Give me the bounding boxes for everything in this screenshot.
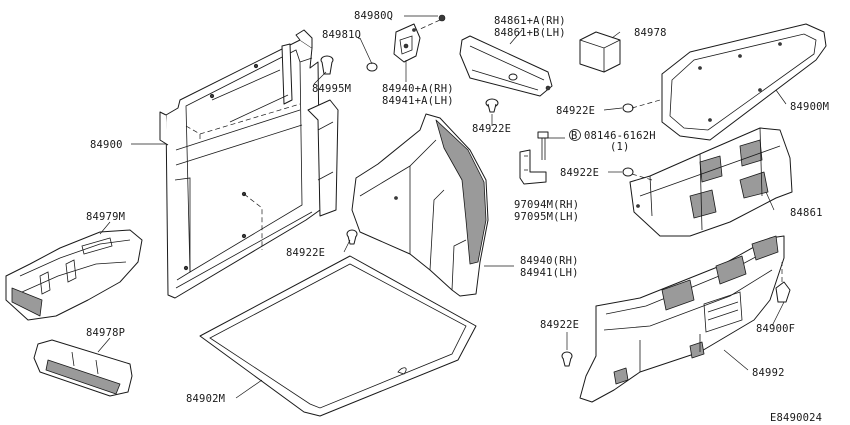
label-84922E-e: 84922E — [540, 319, 579, 331]
clip-84922E-e — [346, 229, 358, 245]
label-08146-prefix: B — [571, 130, 578, 142]
label-84861A: 84861+A(RH) — [494, 15, 566, 27]
label-84978: 84978 — [634, 27, 667, 39]
label-84995M: 84995M — [312, 83, 351, 95]
clip-84922E-d — [561, 351, 573, 367]
label-84922E-d: 84922E — [286, 247, 325, 259]
leader-lines — [97, 15, 787, 399]
label-84978P: 84978P — [86, 327, 125, 339]
bolt-08146 — [537, 131, 549, 160]
clip-84900F — [775, 262, 791, 303]
block-84978 — [579, 31, 621, 73]
clip-84995M — [320, 55, 334, 75]
pad-84978P — [33, 339, 133, 397]
label-84900M: 84900M — [790, 101, 829, 113]
clip-84922E-a — [485, 98, 499, 113]
label-84940A: 84940+A(RH) — [382, 83, 454, 95]
label-84922E-a: 84922E — [556, 105, 595, 117]
bolt-prefix-circle — [569, 129, 581, 141]
label-84941A: 84941+A(LH) — [382, 95, 454, 107]
clip-84922E-c — [622, 167, 653, 181]
part-labels: 84980Q 84981Q 84995M 84940+A(RH) 84941+A… — [86, 10, 829, 424]
label-08146-qty: (1) — [610, 141, 630, 153]
label-84992: 84992 — [752, 367, 785, 379]
lid-84900M — [661, 23, 827, 141]
clip-84981Q — [366, 62, 378, 72]
label-08146: 08146-6162H — [584, 130, 656, 142]
bracket-84940A — [393, 23, 421, 63]
rear-panel-84900 — [159, 29, 339, 299]
label-84922E-b: 84922E — [472, 123, 511, 135]
label-84861B: 84861+B(LH) — [494, 27, 566, 39]
label-97095M: 97095M(LH) — [514, 211, 579, 223]
label-84979M: 84979M — [86, 211, 125, 223]
label-84900F: 84900F — [756, 323, 795, 335]
bracket-97094M — [519, 149, 547, 185]
floor-mat-84902M — [199, 255, 477, 417]
label-84922E-c: 84922E — [560, 167, 599, 179]
clip-84980Q — [417, 14, 446, 31]
label-84981Q: 84981Q — [322, 29, 361, 41]
label-84861: 84861 — [790, 207, 823, 219]
upper-bracket-84861A — [459, 35, 553, 97]
side-trim-84940 — [351, 113, 489, 297]
label-84941: 84941(LH) — [520, 267, 579, 279]
bracket-84861 — [629, 127, 793, 237]
label-97094M: 97094M(RH) — [514, 199, 579, 211]
label-84902M: 84902M — [186, 393, 225, 405]
label-84980Q: 84980Q — [354, 10, 393, 22]
diagram-id: E8490024 — [770, 412, 822, 424]
clip-84922E-b — [622, 99, 661, 113]
tray-84979M — [5, 229, 143, 321]
panel-84992 — [579, 235, 785, 403]
label-84900: 84900 — [90, 139, 123, 151]
label-84940: 84940(RH) — [520, 255, 579, 267]
